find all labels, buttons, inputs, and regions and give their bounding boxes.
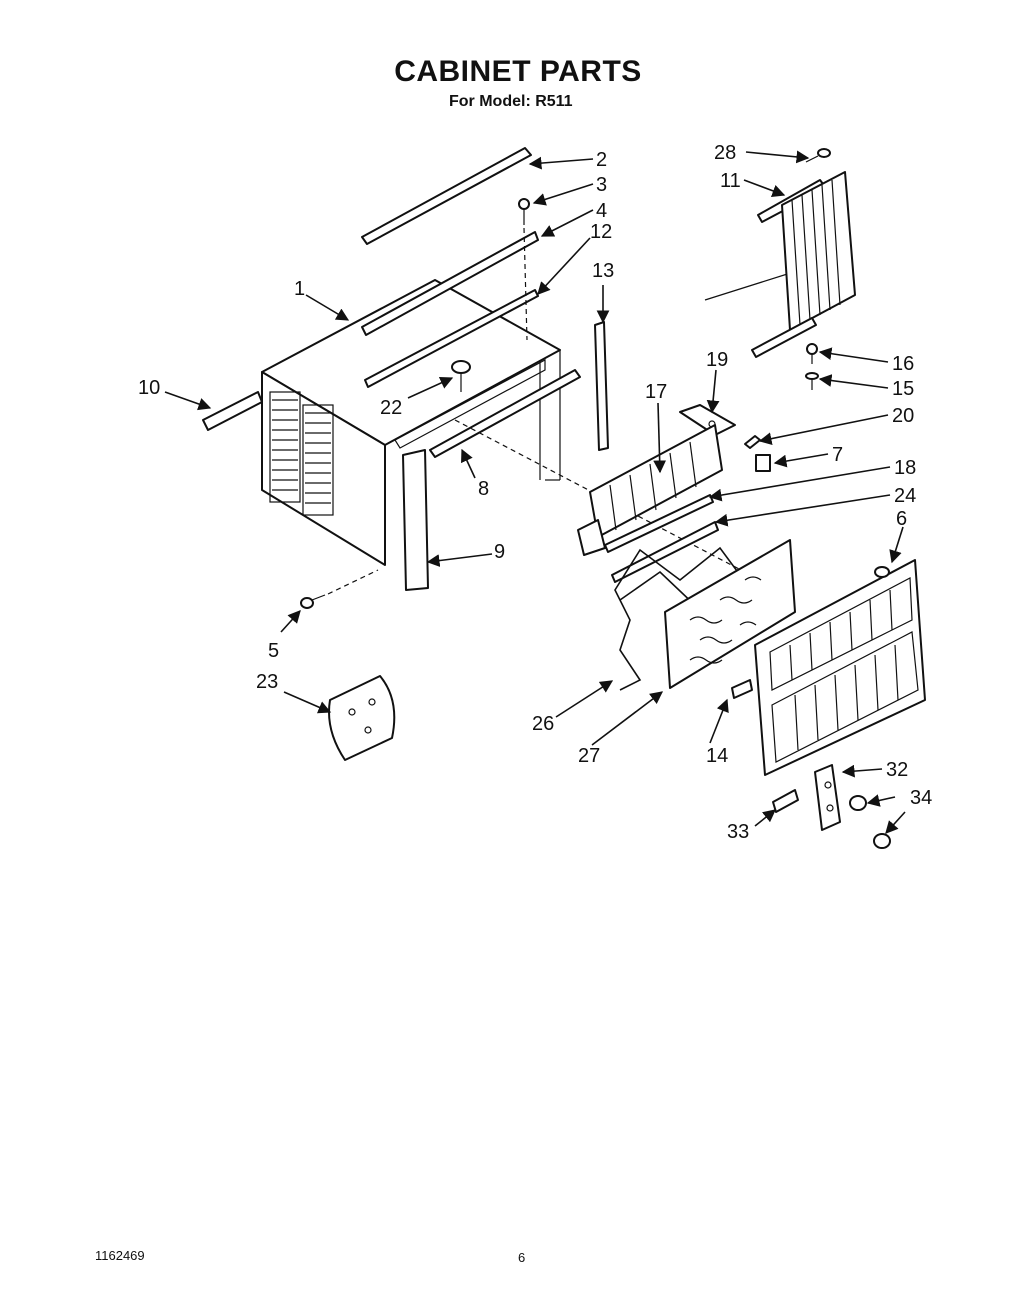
callout-6: 6 [896,508,907,530]
curtain-panel-part-11 [751,171,856,358]
callout-13: 13 [592,260,614,282]
screw-part-5 [300,594,326,609]
callout-33: 33 [727,821,749,843]
bracket-part-32 [814,764,841,831]
callout-7: 7 [832,444,843,466]
knob-part-34 [849,795,891,849]
gasket-part-10 [202,391,263,431]
callout-23: 23 [256,671,278,693]
callout-1: 1 [294,278,305,300]
model-subtitle: For Model: R511 [449,93,573,110]
callout-32: 32 [886,759,908,781]
top-strip-part-2 [361,147,532,245]
callout-20: 20 [892,405,914,427]
bar-part-13 [594,321,609,451]
callout-24: 24 [894,485,916,507]
louver-assembly-part-17 [577,424,723,556]
callout-18: 18 [894,457,916,479]
callout-14: 14 [706,745,728,767]
callout-labels: 2 3 4 12 1 13 10 22 8 9 5 23 28 11 17 19… [138,142,932,843]
strip-part-24 [611,521,719,583]
front-grille-part-6 [754,559,926,776]
knob-part-22 [451,360,471,392]
top-rail-part-4 [361,231,539,336]
callout-11: 11 [720,170,741,192]
callout-28: 28 [714,142,736,164]
callout-16: 16 [892,353,914,375]
bracket-part-23 [328,675,396,761]
callout-10: 10 [138,377,160,399]
callout-19: 19 [706,349,728,371]
screw-part-28 [805,148,831,163]
callout-12: 12 [590,221,612,243]
gasket-part-9 [402,449,429,591]
screw-part-3 [518,198,530,225]
filter-part-27 [664,539,796,689]
cabinet-louvers [269,391,334,516]
strip-part-18 [604,494,714,553]
callout-17: 17 [645,381,667,403]
callout-34: 34 [910,787,932,809]
block-part-7 [755,454,771,472]
block-part-14 [731,679,753,699]
callout-9: 9 [494,541,505,563]
callout-27: 27 [578,745,600,767]
callout-8: 8 [478,478,489,500]
callout-5: 5 [268,640,279,662]
callout-4: 4 [596,200,607,222]
washer-part-15 [805,372,819,390]
rail-part-8 [429,369,581,458]
callout-26: 26 [532,713,554,735]
leader-lines [164,150,906,834]
block-part-33 [772,789,799,813]
callout-15: 15 [892,378,914,400]
screw-part-16 [806,343,818,364]
callout-2: 2 [596,149,607,171]
page-number: 6 [518,1250,526,1265]
callout-3: 3 [596,174,607,196]
document-number: 1162469 [95,1248,145,1263]
callout-22: 22 [380,397,402,419]
rail-part-12 [364,289,539,388]
clip-part-20 [744,435,761,449]
page-title: CABINET PARTS [394,55,642,88]
